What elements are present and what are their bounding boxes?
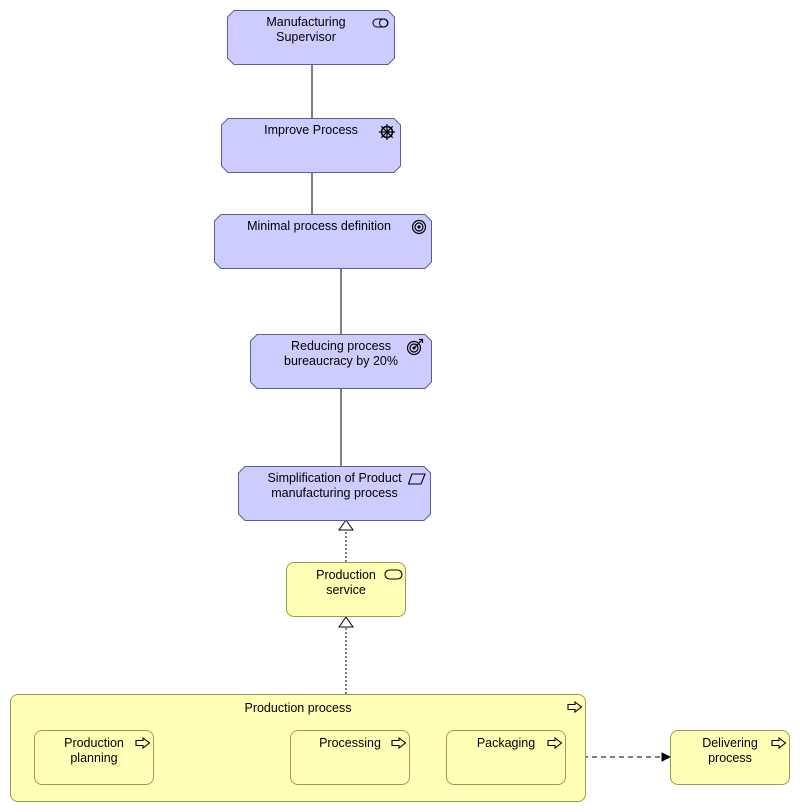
outcome-label: Reducing process bureaucracy by 20% [284, 339, 398, 368]
goal-shape [214, 214, 432, 269]
delivering-process-label: Delivering process [702, 736, 758, 765]
goal-icon [411, 219, 427, 235]
stakeholder-icon [372, 18, 389, 28]
triggering-arrowhead-3 [661, 752, 672, 762]
process-icon [547, 737, 563, 749]
goal-node[interactable]: Minimal process definition [214, 214, 432, 269]
requirement-label: Simplification of Product manufacturing … [267, 471, 402, 500]
outcome-shape [250, 334, 432, 389]
processing-node[interactable]: Processing [290, 730, 410, 785]
packaging-label: Packaging [476, 736, 536, 750]
service-icon [384, 569, 403, 580]
process-icon [135, 737, 151, 749]
process-icon [771, 737, 787, 749]
stakeholder-label: Manufacturing Supervisor [266, 15, 346, 44]
production-service-label: Production service [316, 568, 376, 597]
production-planning-node[interactable]: Production planning [34, 730, 154, 785]
outcome-node[interactable]: Reducing process bureaucracy by 20% [250, 334, 432, 389]
process-icon [567, 701, 583, 713]
driver-node[interactable]: Improve Process [221, 118, 401, 173]
realization-arrowhead-2 [338, 616, 354, 628]
requirement-icon [408, 473, 426, 485]
process-icon [391, 737, 407, 749]
delivering-process-node[interactable]: Delivering process [670, 730, 790, 785]
driver-icon [379, 124, 395, 140]
goal-label: Minimal process definition [247, 219, 391, 233]
requirement-node[interactable]: Simplification of Product manufacturing … [238, 466, 431, 521]
production-planning-label: Production planning [64, 736, 124, 765]
stakeholder-shape [227, 10, 395, 65]
outcome-icon [406, 338, 424, 356]
packaging-node[interactable]: Packaging [446, 730, 566, 785]
realization-arrowhead-1 [338, 519, 354, 531]
production-service-node[interactable]: Production service [286, 562, 406, 617]
production-process-label: Production process [244, 701, 352, 715]
driver-shape [221, 118, 401, 173]
stakeholder-node[interactable]: Manufacturing Supervisor [227, 10, 395, 65]
driver-label: Improve Process [264, 123, 358, 137]
processing-label: Processing [319, 736, 381, 750]
requirement-shape [238, 466, 431, 521]
